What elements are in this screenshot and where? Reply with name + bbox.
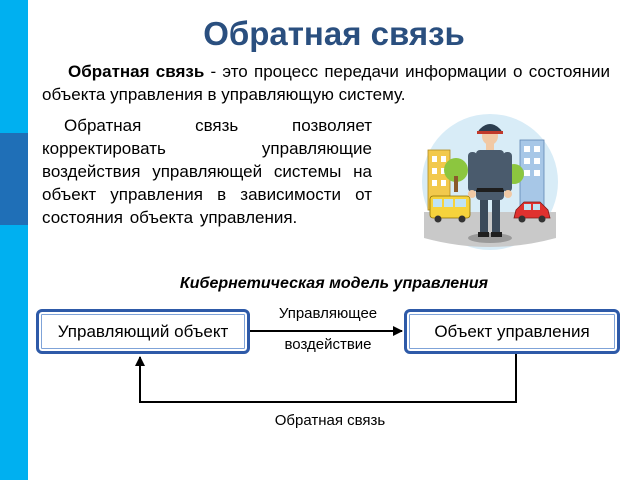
- left-accent-bar: [0, 0, 28, 480]
- controlling-object-box: Управляющий объект: [36, 309, 250, 354]
- definition-term: Обратная связь: [68, 62, 205, 81]
- feedback-label: Обратная связь: [274, 412, 386, 429]
- controlled-object-box: Объект управления: [404, 309, 620, 354]
- traffic-policeman-illustration: [422, 114, 558, 250]
- definition-text: Обратная связь - это процесс передачи ин…: [42, 60, 610, 106]
- explanation-paragraph: Обратная связь позволяет корректировать …: [42, 116, 372, 227]
- definition-body: - это процесс передачи информации о сост…: [42, 62, 610, 104]
- control-action-label-line2: воздействие: [284, 336, 372, 353]
- left-accent-bar-highlight: [0, 133, 28, 225]
- diagram-caption: Кибернетическая модель управления: [179, 275, 489, 292]
- feedback-loop-arrow: [135, 354, 517, 403]
- page-title: Обратная связь: [203, 15, 465, 52]
- control-action-label-line1: Управляющее: [278, 305, 378, 322]
